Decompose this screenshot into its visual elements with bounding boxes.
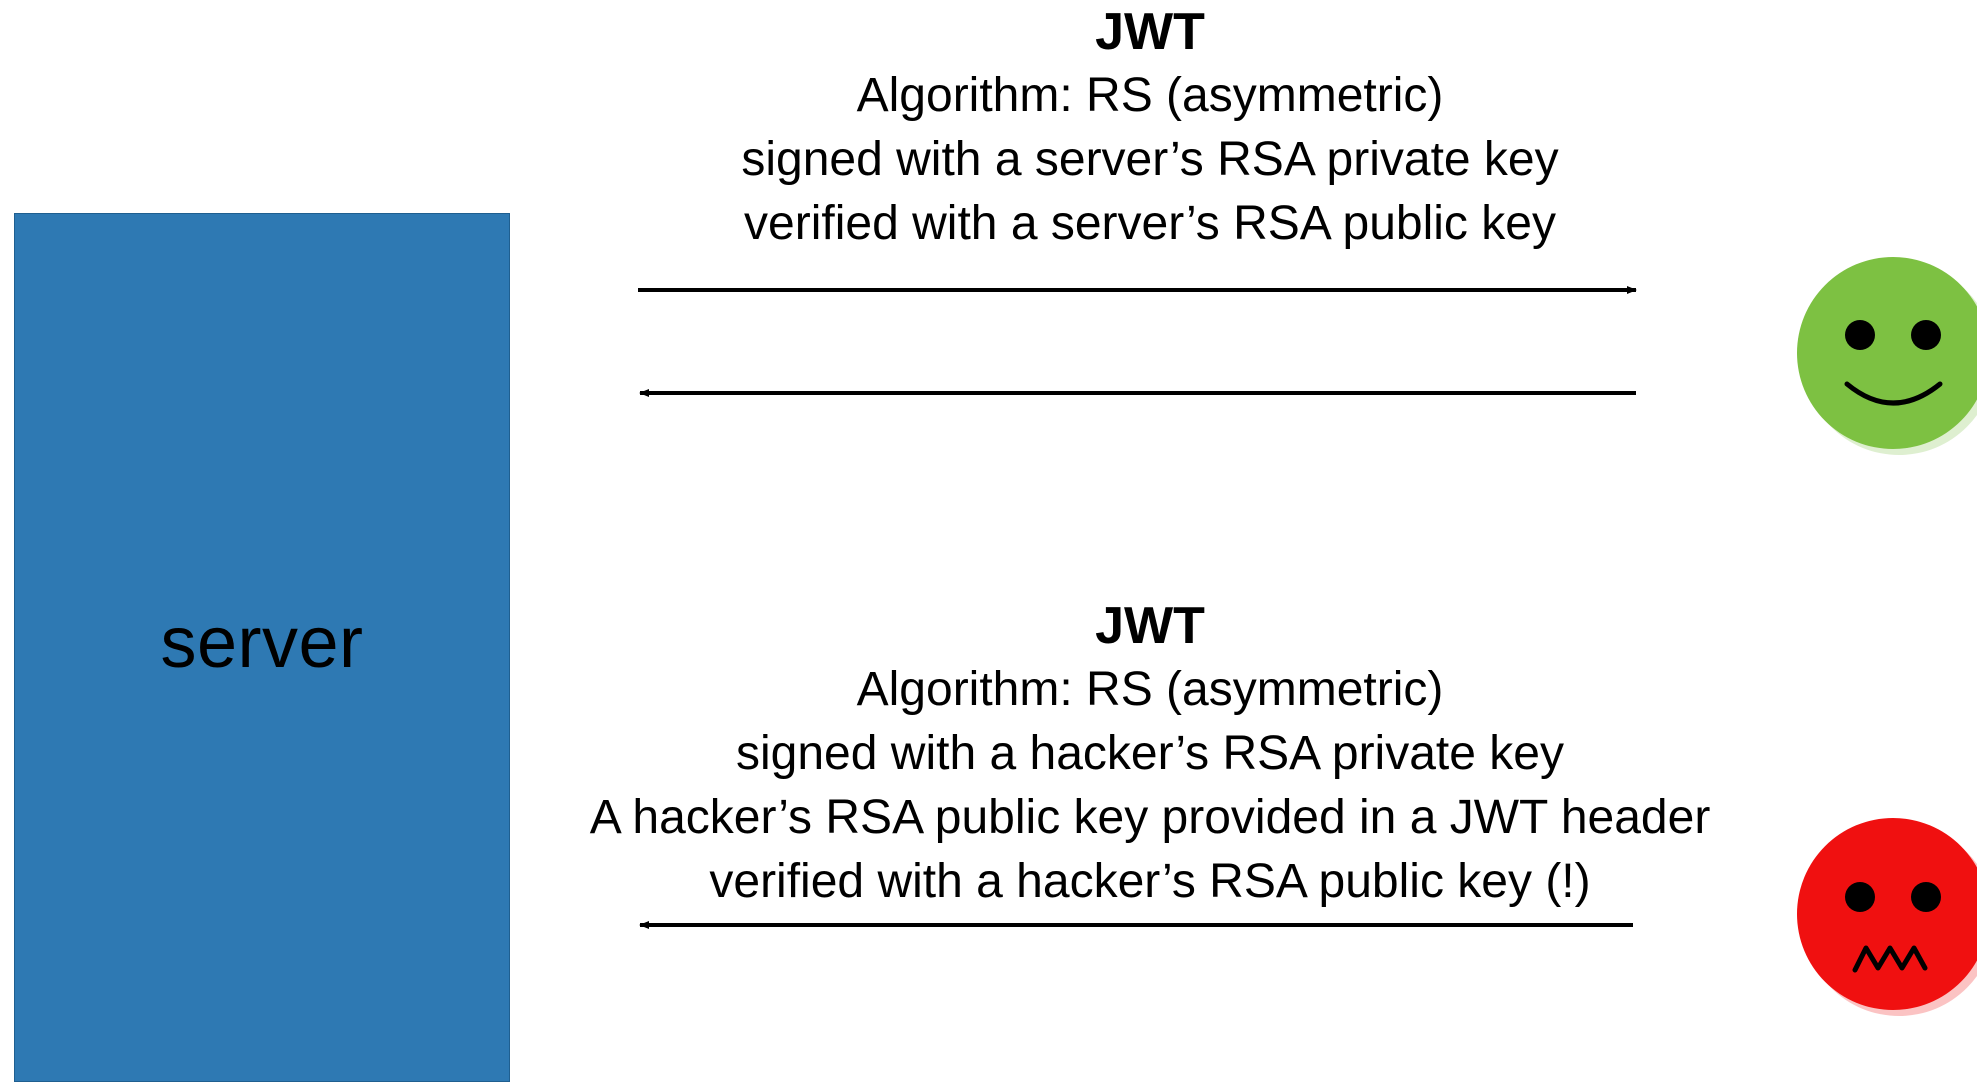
bottom-message-heading: JWT: [1095, 597, 1205, 655]
top-message-line: signed with a server’s RSA private key: [741, 133, 1559, 186]
bottom-message-line: A hacker’s RSA public key provided in a …: [589, 791, 1711, 844]
frowning-face-icon: [1797, 818, 1977, 1016]
smiley-face-icon: [1797, 257, 1977, 455]
top-message: JWT Algorithm: RS (asymmetric) signed wi…: [560, 0, 1740, 256]
top-message-line: verified with a server’s RSA public key: [744, 197, 1556, 250]
top-message-line: Algorithm: RS (asymmetric): [856, 69, 1444, 122]
bottom-message-line: signed with a hacker’s RSA private key: [736, 727, 1564, 780]
bottom-message-line: Algorithm: RS (asymmetric): [856, 663, 1444, 716]
bottom-message-line: verified with a hacker’s RSA public key …: [709, 855, 1591, 908]
top-message-heading: JWT: [1095, 3, 1205, 61]
bottom-message: JWT Algorithm: RS (asymmetric) signed wi…: [560, 594, 1740, 914]
server-label: server: [160, 602, 364, 683]
server-box: server: [14, 213, 510, 1082]
